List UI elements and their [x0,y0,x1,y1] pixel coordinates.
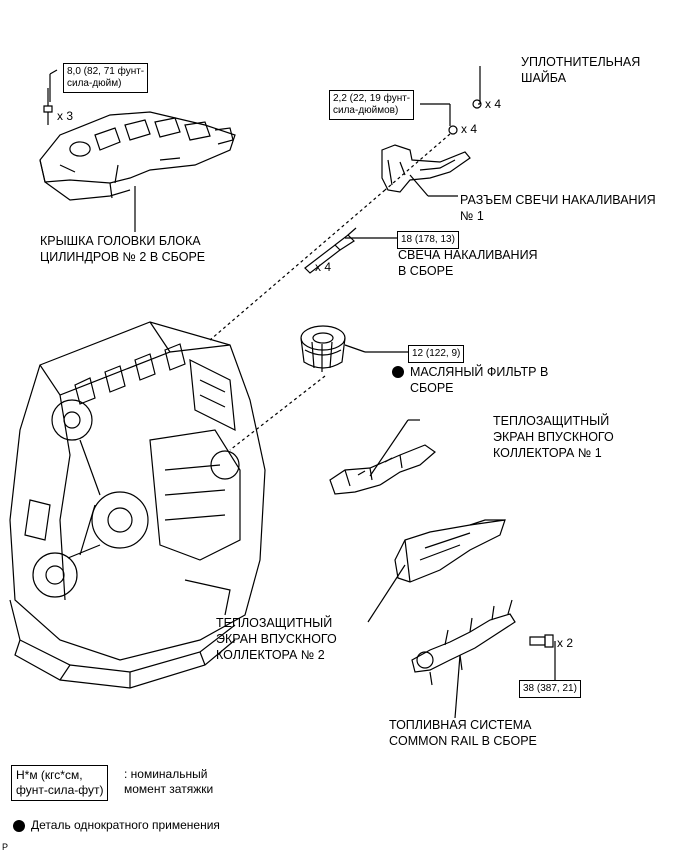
head-cover-label: КРЫШКА ГОЛОВКИ БЛОКА ЦИЛИНДРОВ № 2 В СБО… [40,234,206,264]
qty-rail-bolt: x 2 [557,636,574,650]
torque-head-cover-box: 8,0 (82, 71 фунт- сила-дюйм) [63,63,149,93]
legend-unit-box: Н*м (кгс*см, фунт-сила-фут) [11,765,109,801]
oil-filter-illustration [300,325,346,372]
heat-shield-1-label: ТЕПЛОЗАЩИТНЫЙ ЭКРАН ВПУСКНОГО КОЛЛЕКТОРА… [493,414,614,460]
legend-single-use-dot [13,820,25,832]
heat-shield-2-label: ТЕПЛОЗАЩИТНЫЙ ЭКРАН ВПУСКНОГО КОЛЛЕКТОРА… [216,616,337,662]
qty-washer: x 4 [485,97,502,111]
torque-glow-plug-box: 18 (178, 13) [397,231,459,249]
head-cover-illustration [39,88,236,201]
heat-shield-2-illustration [394,519,506,583]
torque-oil-filter-box: 12 (122, 9) [408,345,465,363]
engine-block-illustration [9,321,266,689]
glow-plug-label: СВЕЧА НАКАЛИВАНИЯ В СБОРЕ [398,248,538,278]
corner-mark: P [2,842,9,852]
oil-filter-label: МАСЛЯНЫЙ ФИЛЬТР В СБОРЕ [410,365,549,395]
qty-glow-nut: x 4 [461,122,478,136]
heat-shield-1-illustration [329,444,436,495]
dashed-lines [209,133,451,451]
legend-single-use-text: Деталь однократного применения [31,818,220,832]
qty-glow-plug: x 4 [315,260,332,274]
legend-unit-text: : номинальный момент затяжки [124,767,214,796]
washer-label: УПЛОТНИТЕЛЬНАЯ ШАЙБА [521,55,641,85]
torque-rail-bolt-box: 38 (387, 21) [519,680,581,698]
glow-connector-label: РАЗЪЕМ СВЕЧИ НАКАЛИВАНИЯ № 1 [460,193,656,223]
qty-head-cover-bolt: x 3 [57,109,74,123]
single-use-mark [392,366,404,378]
common-rail-illustration [411,599,554,686]
torque-glow-nut-box: 2,2 (22, 19 фунт- сила-дюймов) [329,90,415,120]
leader-lines [49,66,556,719]
common-rail-label: ТОПЛИВНАЯ СИСТЕМА COMMON RAIL В СБОРЕ [389,718,537,748]
